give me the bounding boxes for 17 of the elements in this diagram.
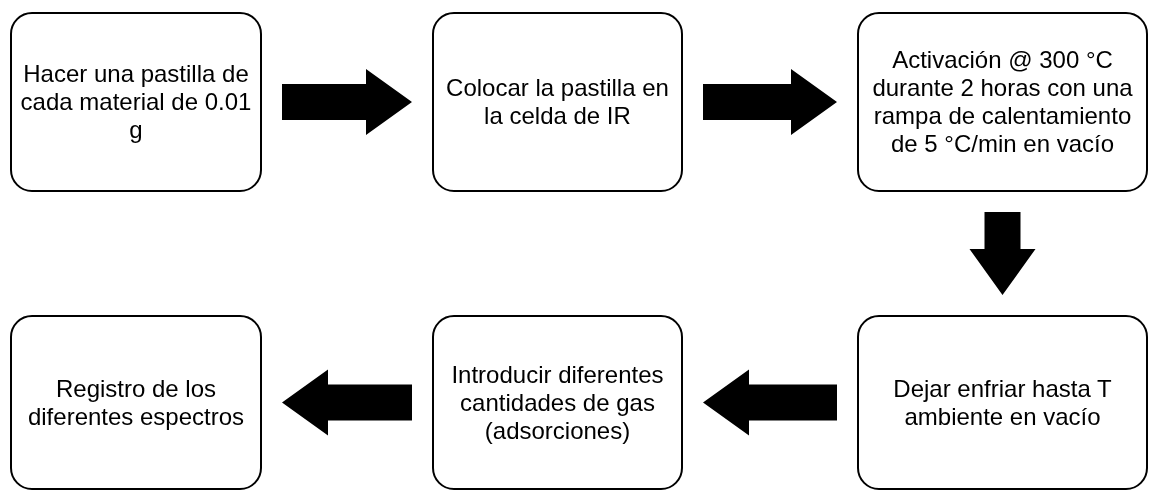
block-arrow — [969, 212, 1036, 295]
step-text: Hacer una pastilla de cada material de 0.01 g — [20, 60, 252, 144]
process-box — [857, 315, 1148, 490]
step-text: Activación @ 300 °C durante 2 horas con una rampa de calentamiento de 5 °C/min en vacío — [871, 46, 1134, 158]
block-arrow — [703, 69, 837, 135]
block-arrow — [282, 369, 412, 436]
process-box — [10, 315, 262, 490]
process-box — [857, 12, 1148, 192]
step-text: Registro de los diferentes espectros — [26, 374, 246, 431]
step-text: Dejar enfriar hasta T ambiente en vacío — [892, 374, 1113, 431]
process-box — [10, 12, 262, 192]
block-arrow — [703, 369, 837, 436]
step-text: Colocar la pastilla en la celda de IR — [445, 74, 670, 130]
step-text: Introducir diferentes cantidades de gas (adsorciones) — [450, 360, 665, 445]
block-arrow — [282, 69, 412, 135]
process-box — [432, 12, 683, 192]
process-box — [432, 315, 683, 490]
